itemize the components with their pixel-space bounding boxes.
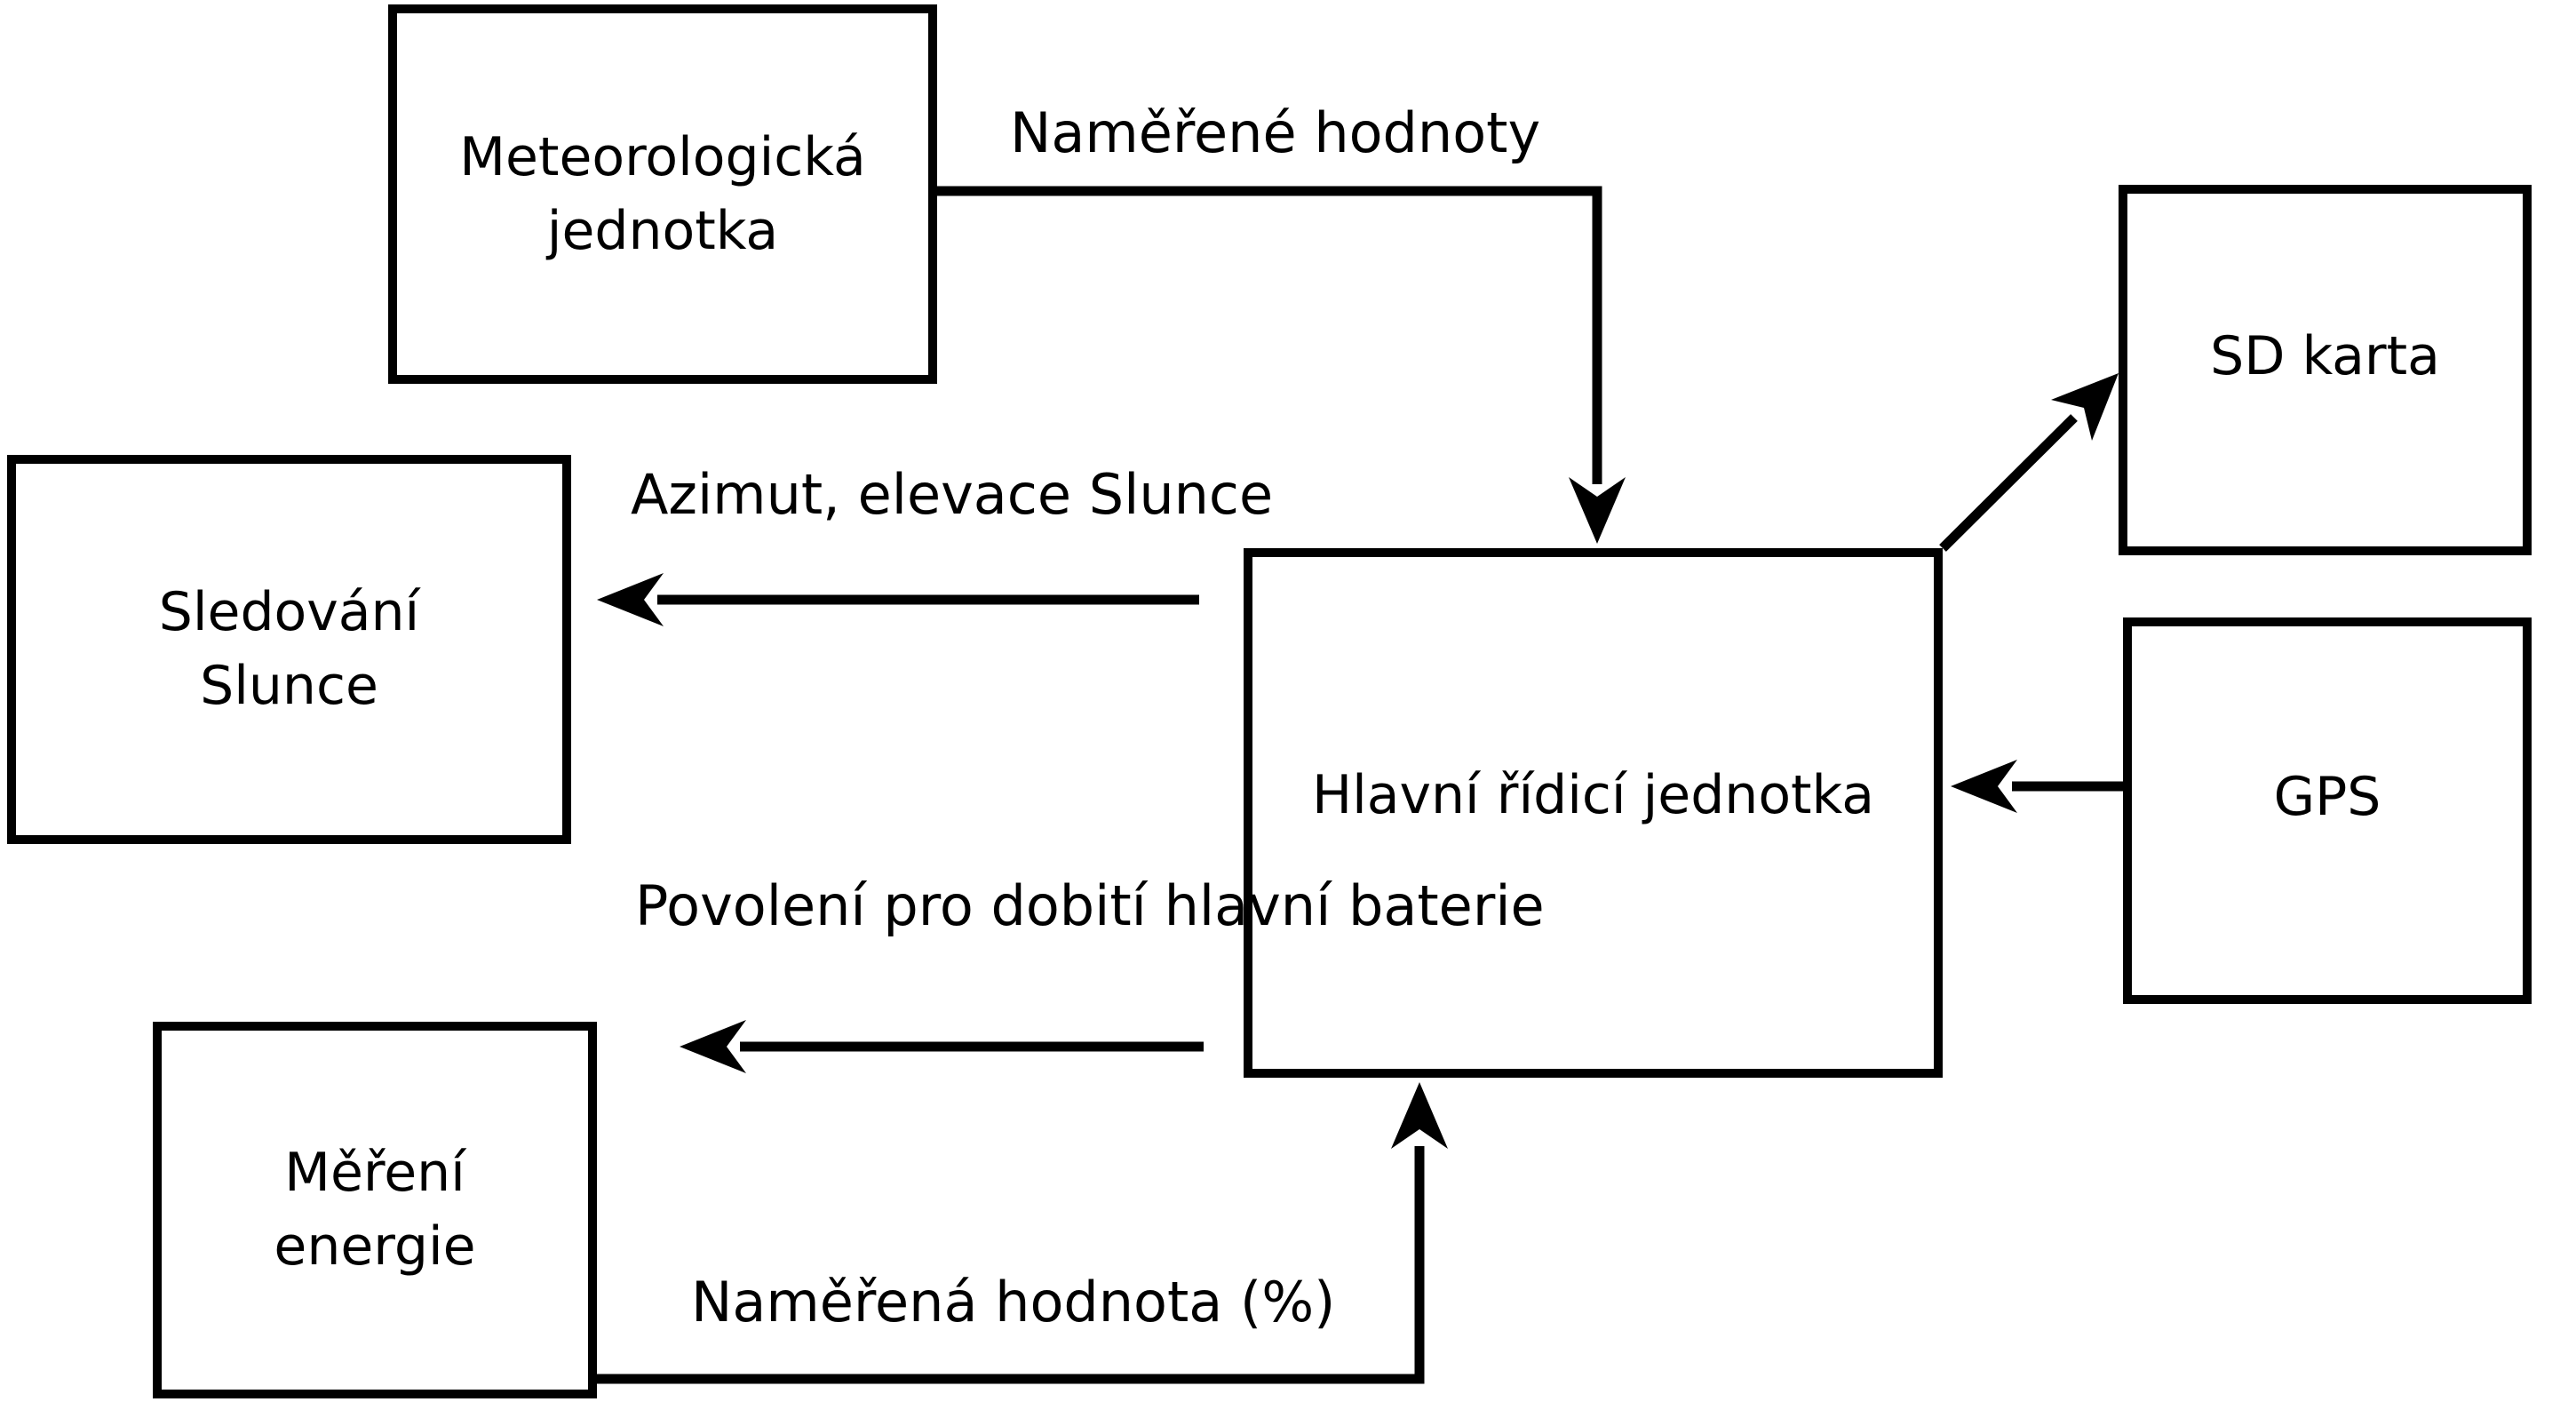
edge-namerena-hodnota-line <box>597 1146 1425 1384</box>
arrow-left-icon <box>597 573 664 626</box>
node-label: Meteorologická <box>459 125 866 188</box>
arrow-left-icon <box>1951 760 2017 813</box>
node-label: Hlavní řídicí jednotka <box>1311 763 1875 826</box>
node-gps: GPS <box>2123 617 2532 1004</box>
node-label: energie <box>274 1215 476 1278</box>
node-sd-karta: SD karta <box>2119 185 2532 555</box>
edge-label-namerene-hodnoty: Naměřené hodnoty <box>1010 100 1541 165</box>
node-label: jednotka <box>546 199 779 262</box>
edge-label-namerena-hodnota: Naměřená hodnota (%) <box>691 1270 1336 1334</box>
arrow-left-icon <box>680 1020 746 1073</box>
node-label: Měření <box>284 1142 465 1205</box>
arrow-up-icon <box>1391 1082 1448 1149</box>
edge-namerene-hodnoty-line <box>937 186 1602 484</box>
node-label: Slunce <box>200 655 378 717</box>
node-sledovani-slunce: Sledování Slunce <box>7 455 571 844</box>
arrow-up-right-icon <box>2051 373 2119 441</box>
edge-sd-line <box>1939 414 2078 552</box>
edge-label-azimut-elevace: Azimut, elevace Slunce <box>631 462 1274 527</box>
arrow-down-icon <box>1569 477 1626 544</box>
edge-label-povoleni: Povolení pro dobití hlavní baterie <box>635 871 1545 942</box>
node-label: SD karta <box>2210 325 2440 388</box>
edge-label-line: Povolení pro dobití <box>635 873 1147 938</box>
node-hlavni-ridici-jednotka: Hlavní řídicí jednotka <box>1244 548 1943 1078</box>
node-label: Sledování <box>158 581 420 644</box>
edge-label-line: hlavní baterie <box>1164 873 1545 938</box>
node-meteorologicka-jednotka: Meteorologická jednotka <box>388 4 937 384</box>
node-label: GPS <box>2273 766 2381 829</box>
node-mereni-energie: Měření energie <box>153 1022 597 1398</box>
